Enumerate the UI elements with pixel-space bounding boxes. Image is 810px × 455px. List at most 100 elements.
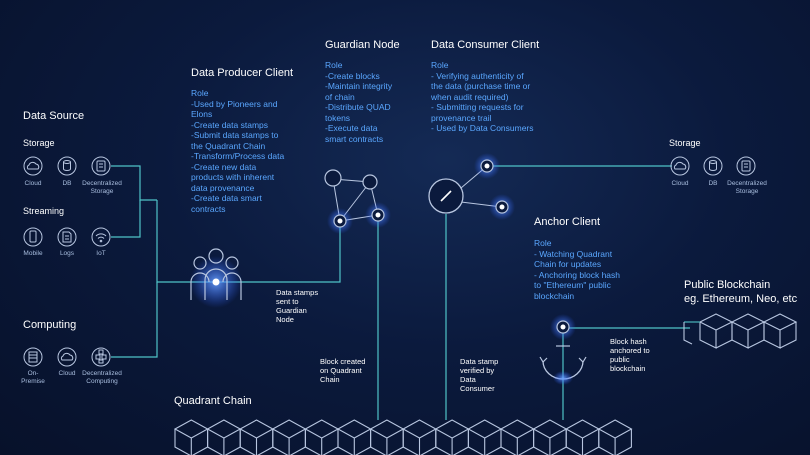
anchor-role-line: blockchain (534, 290, 575, 301)
anchor-role-line: - Anchoring block hash (534, 269, 620, 280)
chain-block-cube (597, 419, 633, 455)
producer-role-line: Role (191, 88, 209, 98)
note-line: Block hash (610, 337, 647, 346)
producer-role-line: -Transform/Process data (191, 151, 285, 161)
guardian-network-icon (324, 169, 391, 234)
chain-block-cube (206, 419, 242, 455)
streaming-logs-caption: Logs (59, 250, 75, 257)
anchor-role-line: - Watching Quadrant (534, 248, 613, 259)
public-blockchain-title: Public Blockchain (684, 279, 771, 291)
producer-role-line: Elons (191, 109, 213, 119)
chain-block-cube (304, 419, 340, 455)
public-cube (698, 313, 734, 349)
right-storage-decentralized-caption: Decentralized Storage (727, 180, 767, 195)
data-source-title: Data Source (23, 110, 85, 122)
line-producer-to-guardian (216, 218, 341, 283)
producer-role-line: -Create data stamps (191, 119, 269, 130)
storage-cloud-caption: Cloud (24, 180, 42, 187)
consumer-role-line: - Verifying authenticity of (431, 70, 524, 81)
consumer-role-line: Role (431, 60, 449, 70)
consumer-role-line: when audit required) (431, 91, 509, 102)
right-storage-icons (670, 156, 756, 176)
note-line: Guardian (276, 306, 307, 315)
guardian-role-line: -Maintain integrity (325, 81, 393, 91)
chain-block-cube (239, 419, 274, 455)
logs-icon (57, 227, 77, 247)
anchor-title: Anchor Client (534, 216, 601, 228)
consumer-title: Data Consumer Client (431, 39, 540, 51)
computing-title: Computing (23, 319, 77, 331)
consumer-network-icon (428, 153, 515, 220)
producer-role-line: -Used by Pioneers and (191, 98, 278, 109)
chain-block-cube (499, 419, 535, 455)
note-line: Node (276, 315, 294, 324)
decentralized-storage-icon (91, 156, 111, 176)
note-line: Data (460, 375, 476, 384)
mobile-icon (23, 227, 43, 247)
public-cube (762, 313, 798, 349)
right-storage-db-caption: DB (708, 180, 718, 187)
line-streaming-to-producer (111, 200, 141, 238)
note-line: Data stamp (460, 357, 499, 366)
public-cube (730, 313, 766, 349)
producer-role-line: -Submit data stamps to (191, 130, 279, 140)
guardian-role-line: tokens (325, 112, 351, 123)
note-line: blockchain (610, 364, 646, 373)
chain-block-cube (173, 419, 209, 455)
producer-role-line: -Create new data (191, 161, 257, 172)
producer-users-icon (190, 248, 242, 308)
guardian-role-line: -Execute data (325, 123, 378, 133)
on-premise-icon (23, 347, 43, 367)
chain-block-cube (532, 419, 568, 455)
right-cloud-icon (670, 156, 690, 176)
guardian-title: Guardian Node (325, 39, 400, 51)
chain-block-cube (271, 419, 307, 455)
computing-cloud-caption: Cloud (58, 370, 76, 377)
right-database-icon (703, 156, 723, 176)
chain-block-cube (336, 419, 372, 455)
note-line: Data stamps (276, 288, 319, 297)
consumer-role-line: the data (purchase time or (431, 81, 531, 91)
right-decentralized-storage-icon (736, 156, 756, 176)
guardian-role-line: -Distribute QUAD (325, 102, 391, 112)
right-storage-label: Storage (669, 138, 701, 148)
database-icon (57, 156, 77, 176)
note-line: verified by (460, 366, 495, 375)
producer-title: Data Producer Client (191, 67, 294, 79)
note-line: public (610, 355, 630, 364)
producer-role-line: -Create data smart (191, 193, 262, 203)
chain-block-cube (565, 419, 600, 455)
storage-db-caption: DB (62, 180, 72, 187)
streaming-iot-caption: IoT (96, 250, 106, 257)
storage-label: Storage (23, 138, 55, 148)
iot-icon (91, 227, 111, 247)
right-storage-cloud-caption: Cloud (671, 180, 689, 187)
streaming-mobile-caption: Mobile (23, 250, 43, 257)
guardian-role-line: smart contracts (325, 133, 384, 144)
note-line: Chain (320, 375, 340, 384)
chain-block-cube (402, 419, 437, 455)
streaming-label: Streaming (23, 206, 65, 216)
anchor-role-line: Role (534, 238, 552, 248)
connector-lines (111, 165, 690, 420)
chain-block-cube (369, 419, 405, 455)
computing-cloud-icon (57, 347, 77, 367)
note-line: anchored to (610, 346, 650, 355)
note-line: sent to (276, 297, 299, 306)
quadrant-chain-cubes (173, 419, 633, 455)
datasource-icons (23, 156, 111, 367)
anchor-icon (539, 314, 587, 385)
guardian-role-line: -Create blocks (325, 70, 380, 81)
producer-role-line: the Quadrant Chain (191, 140, 266, 151)
public-blockchain-subtitle: eg. Ethereum, Neo, etc (684, 293, 798, 305)
line-storage-to-producer (111, 165, 157, 201)
